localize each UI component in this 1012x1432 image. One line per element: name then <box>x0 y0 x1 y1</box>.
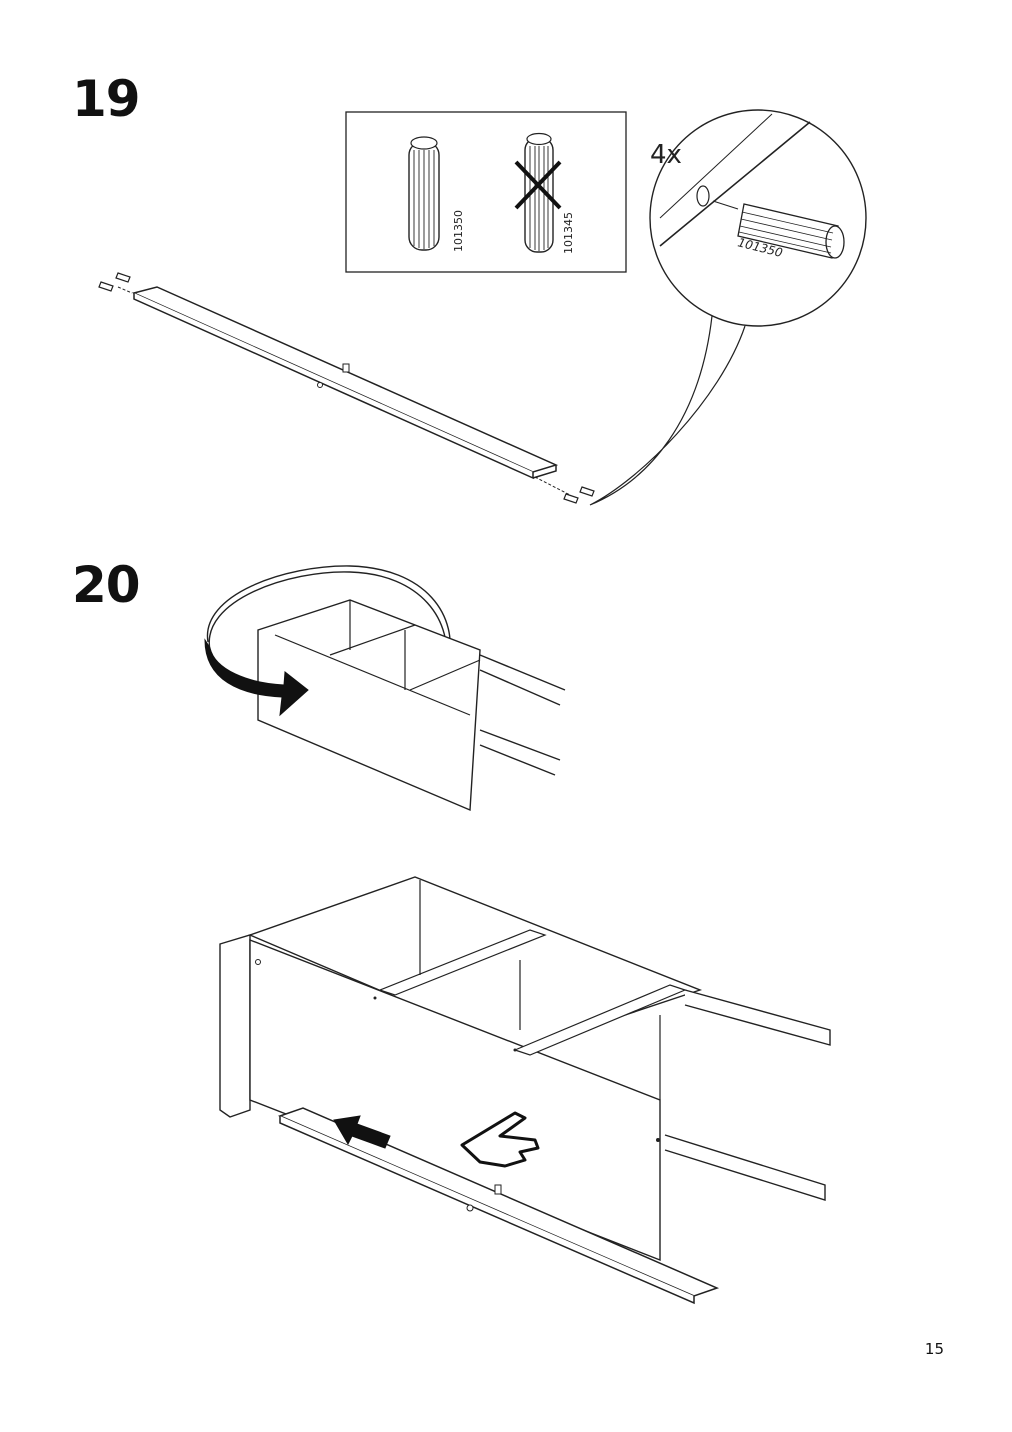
correct-dowel-icon <box>408 136 440 251</box>
rail-with-dowels <box>98 272 595 504</box>
dowel-icon <box>98 272 595 504</box>
insert-rail-illustration <box>219 876 831 1305</box>
push-arrow-icon <box>333 1115 391 1149</box>
wrong-dowel-part-number: 101345 <box>562 212 575 254</box>
hand-push-icon <box>460 1111 540 1168</box>
dowel-icon <box>737 203 845 259</box>
quantity-label: 4x <box>650 140 682 170</box>
correct-dowel-part-number: 101350 <box>452 210 465 252</box>
rotate-arrow-icon <box>204 638 309 717</box>
rotate-frame-illustration <box>204 565 566 812</box>
dowel-detail-callout <box>589 109 867 506</box>
cross-out-icon <box>514 160 562 210</box>
step-20-number: 20 <box>72 556 141 614</box>
step-19-number: 19 <box>72 70 141 128</box>
page-number: 15 <box>924 1340 944 1358</box>
dowel-comparison-box: 101350 101345 <box>345 111 627 273</box>
